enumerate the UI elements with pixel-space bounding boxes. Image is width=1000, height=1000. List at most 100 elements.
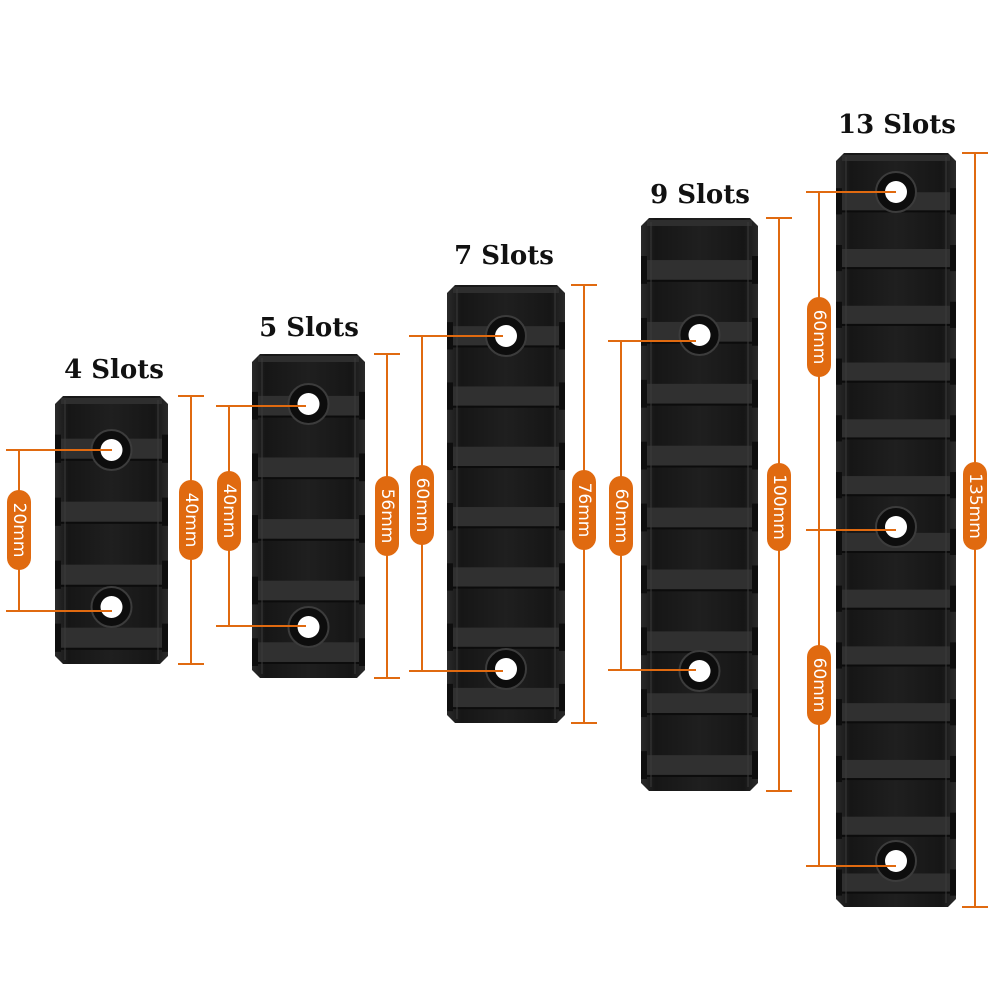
mounting-hole	[885, 850, 907, 872]
rail-side-notch	[836, 188, 842, 215]
rail-slot-shadow	[254, 538, 363, 541]
rail-side-notch	[950, 415, 956, 442]
rail-slot-shadow	[643, 403, 756, 406]
rail-side-notch	[252, 638, 258, 666]
rail-side-notch	[641, 379, 647, 408]
rail-side-notch	[641, 256, 647, 284]
rail-slot-shadow	[643, 774, 756, 777]
rail-slot-shadow	[254, 600, 363, 603]
dimension-label-text: 60mm	[809, 310, 829, 365]
rail-side-notch	[752, 317, 758, 346]
rail-side-notch	[950, 472, 956, 499]
rail-slot	[447, 507, 565, 527]
rail-slot-shadow	[643, 589, 756, 592]
rail-slot	[836, 816, 956, 835]
rail-side-notch	[836, 301, 842, 328]
mounting-hole	[495, 658, 517, 680]
rail-slot	[641, 569, 758, 590]
rail-body-9-slots	[641, 218, 758, 791]
rail-side-notch	[641, 689, 647, 718]
rail-top-edge	[453, 287, 559, 293]
rail-side-notch	[559, 623, 565, 651]
rail-side-notch	[359, 576, 365, 605]
length-dimension-13-slots: 135mm	[962, 152, 988, 908]
dimension-label-text: 60mm	[611, 489, 631, 544]
rail-side-notch	[359, 391, 365, 420]
rail-side-notch	[162, 560, 168, 589]
rail-slot	[836, 362, 956, 381]
rail-slot	[641, 755, 758, 775]
rail-slot-shadow	[449, 586, 563, 589]
dimension-label-text: 20mm	[9, 503, 29, 558]
rail-side-notch	[752, 565, 758, 594]
rail-side-notch	[752, 256, 758, 284]
hole-spacing-dimension-7-slots: 60mm	[409, 335, 503, 672]
rail-side-notch	[559, 442, 565, 471]
hole-spacing-label-7-slots: 60mm	[410, 465, 434, 545]
rail-side-notch	[641, 751, 647, 779]
rail-body-5-slots	[252, 354, 365, 678]
rail-side-notch	[950, 585, 956, 612]
rail-title-7-slots: 7 Slots	[454, 241, 554, 271]
rail-group-7-slots: 7 Slots 76mm 60mm	[409, 241, 597, 724]
rail-side-notch	[641, 503, 647, 532]
rail-slot	[252, 457, 365, 478]
rail-group-9-slots: 9 Slots 100mm 60mm	[608, 180, 792, 792]
dimension-label-text: 40mm	[219, 484, 239, 539]
dimension-label-pill	[767, 463, 791, 551]
rail-slot-shadow	[449, 646, 563, 649]
rail-slot	[836, 248, 956, 268]
rail-slot-shadow	[57, 647, 166, 650]
hole-spacing-dimension-4-slots: 20mm	[6, 449, 112, 612]
rail-side-notch	[559, 382, 565, 410]
rail-side-notch	[836, 472, 842, 499]
rail-slot-shadow	[838, 380, 954, 383]
rail-body-4-slots	[55, 396, 168, 664]
rail-side-notch	[752, 689, 758, 718]
hole-spacing-dimension-9-slots: 60mm	[608, 340, 696, 671]
rail-side-notch	[252, 576, 258, 605]
rail-slot	[836, 759, 956, 779]
rail-slot	[55, 501, 168, 522]
rail-side-notch	[950, 869, 956, 896]
mounting-hole	[297, 393, 320, 415]
rail-side-notch	[836, 812, 842, 839]
rail-body-shape	[55, 396, 168, 664]
rail-side-notch	[950, 358, 956, 385]
rail-slot	[252, 642, 365, 662]
hole-spacing-label-4-slots: 20mm	[7, 490, 31, 570]
rail-slot	[836, 476, 956, 495]
rail-side-notch	[55, 623, 61, 652]
rail-slot	[447, 446, 565, 467]
rail-side-notch	[950, 301, 956, 328]
rail-side-notch	[950, 812, 956, 839]
rail-slot	[447, 687, 565, 708]
rail-side-notch	[641, 317, 647, 346]
dimension-label-text: 100mm	[769, 474, 789, 540]
rail-side-notch	[641, 441, 647, 470]
rail-slot-shadow	[449, 526, 563, 529]
rail-slot	[836, 419, 956, 438]
length-dimension-7-slots: 76mm	[571, 284, 597, 724]
rail-slot-shadow	[838, 494, 954, 497]
rail-side-notch	[641, 565, 647, 594]
dimension-label-pill	[807, 645, 831, 725]
rail-top-edge	[842, 155, 950, 161]
dimension-label-pill	[217, 471, 241, 551]
rail-side-notch	[559, 683, 565, 712]
rail-side-notch	[836, 358, 842, 385]
rail-side-notch	[559, 503, 565, 531]
rail-slot-shadow	[57, 521, 166, 524]
rail-slot-shadow	[643, 713, 756, 716]
length-label-5-slots: 56mm	[375, 476, 399, 556]
dimension-label-text: 40mm	[181, 493, 201, 548]
rail-slot	[641, 260, 758, 280]
rail-side-notch	[836, 585, 842, 612]
rail-slot-shadow	[643, 527, 756, 530]
rail-slot-shadow	[838, 721, 954, 724]
dimension-label-pill	[375, 476, 399, 556]
rail-body-7-slots	[447, 285, 565, 723]
rail-side-notch	[950, 528, 956, 556]
rail-slot	[836, 873, 956, 892]
rail-slot	[447, 627, 565, 647]
